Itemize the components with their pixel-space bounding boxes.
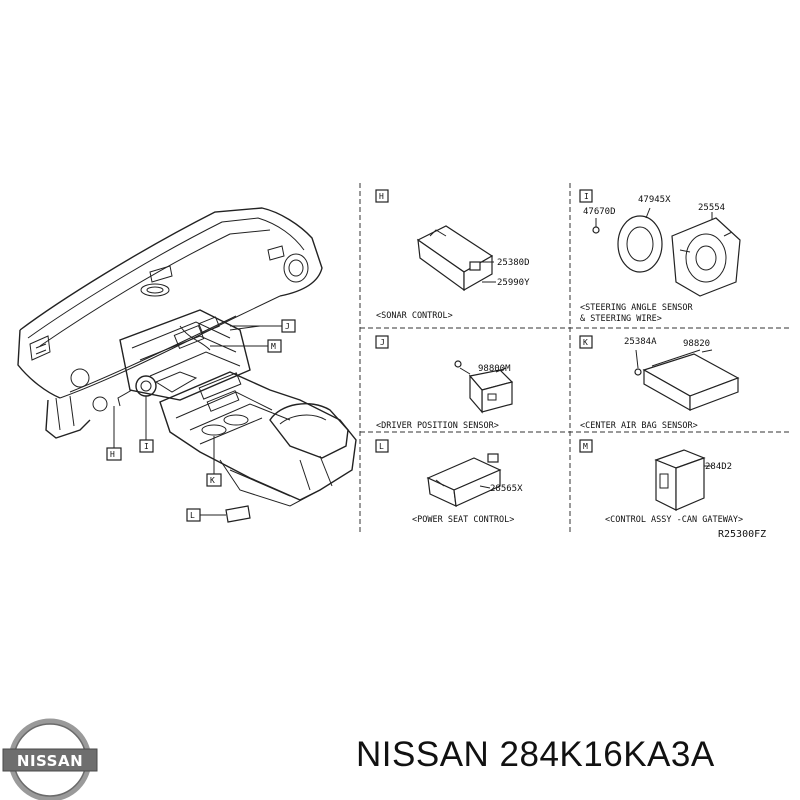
callout-k[interactable]: K — [206, 473, 222, 487]
caption-power-seat-control: <POWER SEAT CONTROL> — [412, 515, 514, 525]
panel-j-letter: J — [380, 338, 385, 347]
panel-driver-position-sensor: J 98800M <DRIVER POSITION SENSOR> — [375, 335, 514, 431]
dashboard-illustration — [17, 207, 357, 507]
panel-l-letter: L — [379, 442, 384, 451]
callout-i-letter: I — [144, 442, 149, 451]
callout-m-letter: M — [271, 342, 276, 351]
callout-m[interactable]: M — [267, 339, 282, 353]
part-number-25380d: 25380D — [497, 258, 530, 268]
callout-k-letter: K — [210, 476, 215, 485]
caption-center-air-bag-sensor: <CENTER AIR BAG SENSOR> — [580, 421, 698, 431]
part-number-47945x: 47945X — [638, 195, 671, 205]
part-number-98800m: 98800M — [478, 364, 511, 374]
part-number-28565x: 28565X — [490, 484, 523, 494]
nissan-logo-text: NISSAN — [17, 752, 83, 770]
caption-driver-position-sensor: <DRIVER POSITION SENSOR> — [376, 421, 499, 431]
seat-control-switch-thumb — [225, 505, 251, 523]
callout-j-letter: J — [285, 322, 290, 331]
panel-k-letter: K — [583, 338, 588, 347]
callout-l-letter: L — [190, 511, 195, 520]
callout-leaders — [113, 325, 282, 474]
panel-power-seat-control: L 28565X <POWER SEAT CONTROL> — [375, 439, 523, 525]
panel-sonar-control: H 25380D 25990Y <SONAR CONTROL> — [375, 189, 530, 321]
panel-center-air-bag-sensor: K 25384A 98820 <CENTER AIR BAG SENSOR> — [579, 335, 740, 431]
caption-sonar-control: <SONAR CONTROL> — [376, 311, 453, 321]
part-number-25554: 25554 — [698, 203, 725, 213]
part-number-title: NISSAN 284K16KA3A — [356, 735, 715, 774]
part-number-98820: 98820 — [683, 339, 710, 349]
diagram-reference-code: R25300FZ — [718, 529, 766, 540]
part-number-47670d: 47670D — [583, 207, 616, 217]
caption-steering-angle-sensor-line2: & STEERING WIRE> — [580, 314, 662, 324]
callout-l[interactable]: L — [186, 505, 251, 523]
nissan-logo: NISSAN — [2, 718, 98, 800]
part-number-284d2: 284D2 — [705, 462, 732, 472]
callout-h-letter: H — [110, 450, 115, 459]
panel-steering-angle-sensor: I 47670D 47945X 25554 <STEERING ANGLE SE… — [579, 189, 741, 324]
caption-steering-angle-sensor-line1: <STEERING ANGLE SENSOR — [580, 303, 693, 313]
panel-h-letter: H — [379, 192, 384, 201]
part-number-25384a: 25384A — [624, 337, 657, 347]
callout-h[interactable]: H — [106, 447, 122, 461]
callout-i[interactable]: I — [139, 439, 154, 453]
steering-angle-sensor-icon — [617, 215, 663, 273]
steering-wire-icon — [671, 217, 741, 297]
panel-can-gateway: M 284D2 <CONTROL ASSY -CAN GATEWAY> — [579, 439, 743, 525]
panel-grid — [359, 183, 790, 532]
caption-can-gateway: <CONTROL ASSY -CAN GATEWAY> — [605, 515, 743, 525]
panel-m-letter: M — [583, 442, 588, 451]
part-number-25990y: 25990Y — [497, 278, 530, 288]
panel-i-letter: I — [584, 192, 589, 201]
callout-j[interactable]: J — [281, 319, 296, 333]
